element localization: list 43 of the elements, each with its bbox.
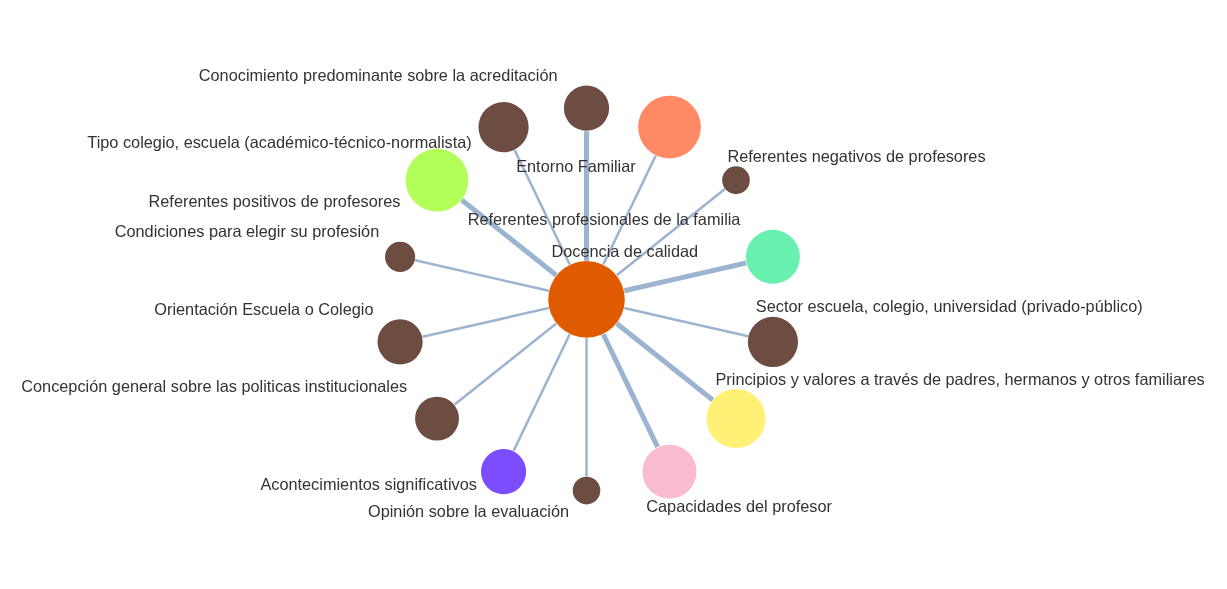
connector [460, 197, 558, 277]
node-label: Opinión sobre la evaluación [367, 501, 570, 520]
connector [601, 332, 660, 448]
node-circle [642, 444, 697, 499]
node-circle [478, 101, 529, 152]
node-label: Docencia de calidad [551, 241, 699, 260]
node-circle [706, 388, 766, 448]
node-circle [638, 95, 701, 158]
node-circle [572, 476, 601, 504]
node-circle [385, 241, 416, 272]
node-label: Condiciones para elegir su profesión [114, 221, 380, 240]
node-label: Orientación Escuela o Colegio [154, 299, 374, 318]
node-label: Sector escuela, colegio, universidad (privado-público) [755, 296, 1143, 315]
node-circle [722, 165, 750, 194]
connector [615, 321, 715, 402]
node-label: Capacidades del profesor [646, 496, 833, 515]
node-circle [480, 448, 527, 494]
node-label: Conocimiento predominante sobre la acreditación [198, 65, 558, 84]
connector [422, 306, 550, 338]
connector [623, 306, 749, 338]
connector [513, 148, 571, 265]
connector [512, 333, 571, 451]
node-circle [377, 318, 423, 365]
connector [602, 154, 657, 265]
node-circle [745, 229, 800, 284]
node-label: Referentes positivos de profesores [148, 191, 401, 210]
node-circle [548, 260, 625, 338]
connector [584, 130, 589, 261]
connector [623, 260, 747, 293]
node-label: Acontecimientos significativos [260, 474, 477, 493]
node-circle [747, 316, 799, 367]
node-circle [563, 85, 610, 131]
connector [616, 187, 726, 276]
node-label: Referentes negativos de profesores [727, 146, 986, 165]
node-label: Referentes profesionales de la familia [467, 209, 741, 228]
connector [585, 337, 588, 476]
node-circle [415, 396, 459, 441]
node-label: Tipo colegio, escuela (académico-técnico-normalista) [87, 132, 472, 151]
node-label: Principios y valores a través de padres, hermanos y otros familiares [715, 369, 1205, 388]
node-label: Entorno Familiar [516, 156, 636, 175]
node-label: Concepción general sobre las politicas institucionales [21, 376, 408, 395]
connector [453, 322, 558, 406]
connector [414, 258, 550, 292]
